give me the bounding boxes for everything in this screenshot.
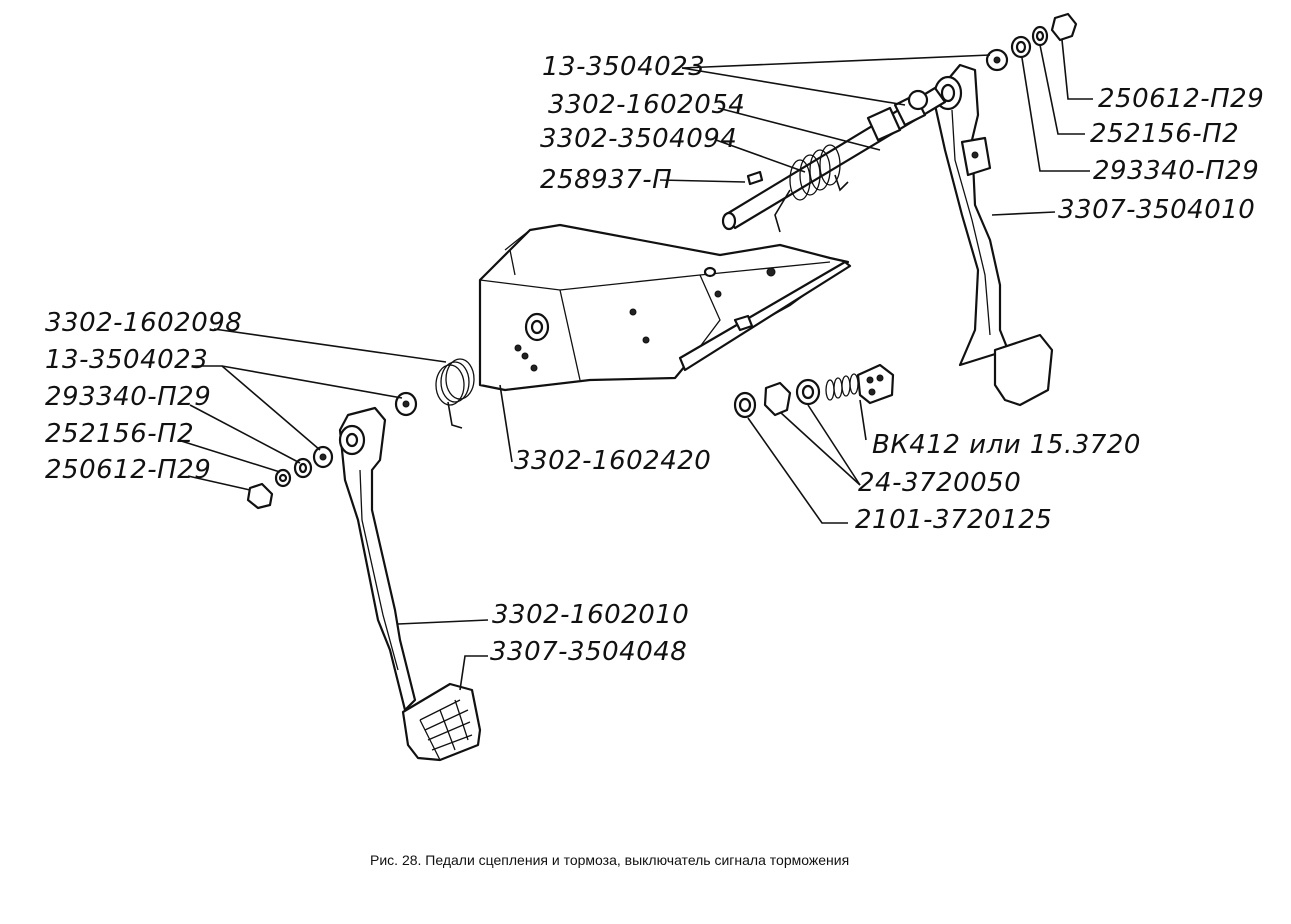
figure-caption: Рис. 28. Педали сцепления и тормоза, вык… bbox=[370, 852, 849, 868]
pedal-bracket-drawing bbox=[478, 223, 852, 392]
clutch-fasteners-drawing bbox=[246, 391, 418, 510]
label-252156-p2-right: 252156-П2 bbox=[1090, 119, 1239, 149]
label-24-3720050: 24-3720050 bbox=[858, 468, 1021, 498]
label-3307-3504010: 3307-3504010 bbox=[1058, 195, 1255, 225]
label-293340-p29-right: 293340-П29 bbox=[1093, 156, 1259, 186]
clutch-pedal-drawing bbox=[338, 406, 482, 762]
label-3302-1602420: 3302-1602420 bbox=[514, 446, 711, 476]
label-258937-p: 258937-П bbox=[540, 165, 672, 195]
pedal-shaft-drawing bbox=[721, 86, 947, 233]
brake-switch-drawing bbox=[733, 363, 895, 419]
label-293340-p29-left: 293340-П29 bbox=[45, 382, 211, 412]
label-switch-vk412: ВК412 или 15.3720 bbox=[872, 430, 1141, 460]
part-labels: 13-3504023 3302-1602054 3302-3504094 258… bbox=[45, 52, 1264, 667]
clutch-spring-drawing bbox=[435, 358, 475, 429]
label-3302-1602098: 3302-1602098 bbox=[45, 308, 242, 338]
brake-fasteners-drawing bbox=[985, 12, 1078, 72]
label-250612-p29-left: 250612-П29 bbox=[45, 455, 211, 485]
label-3302-1602010: 3302-1602010 bbox=[492, 600, 689, 630]
label-2101-3720125: 2101-3720125 bbox=[855, 505, 1052, 535]
label-13-3504023-left: 13-3504023 bbox=[45, 345, 208, 375]
label-252156-p2-left: 252156-П2 bbox=[45, 419, 194, 449]
brake-pedal-drawing bbox=[933, 63, 1054, 407]
leader-lines bbox=[177, 39, 1093, 691]
label-13-3504023-top: 13-3504023 bbox=[542, 52, 705, 82]
label-3307-3504048: 3307-3504048 bbox=[490, 637, 687, 667]
label-250612-p29-right: 250612-П29 bbox=[1098, 84, 1264, 114]
label-3302-3504094: 3302-3504094 bbox=[540, 124, 737, 154]
label-3302-1602054: 3302-1602054 bbox=[548, 90, 745, 120]
